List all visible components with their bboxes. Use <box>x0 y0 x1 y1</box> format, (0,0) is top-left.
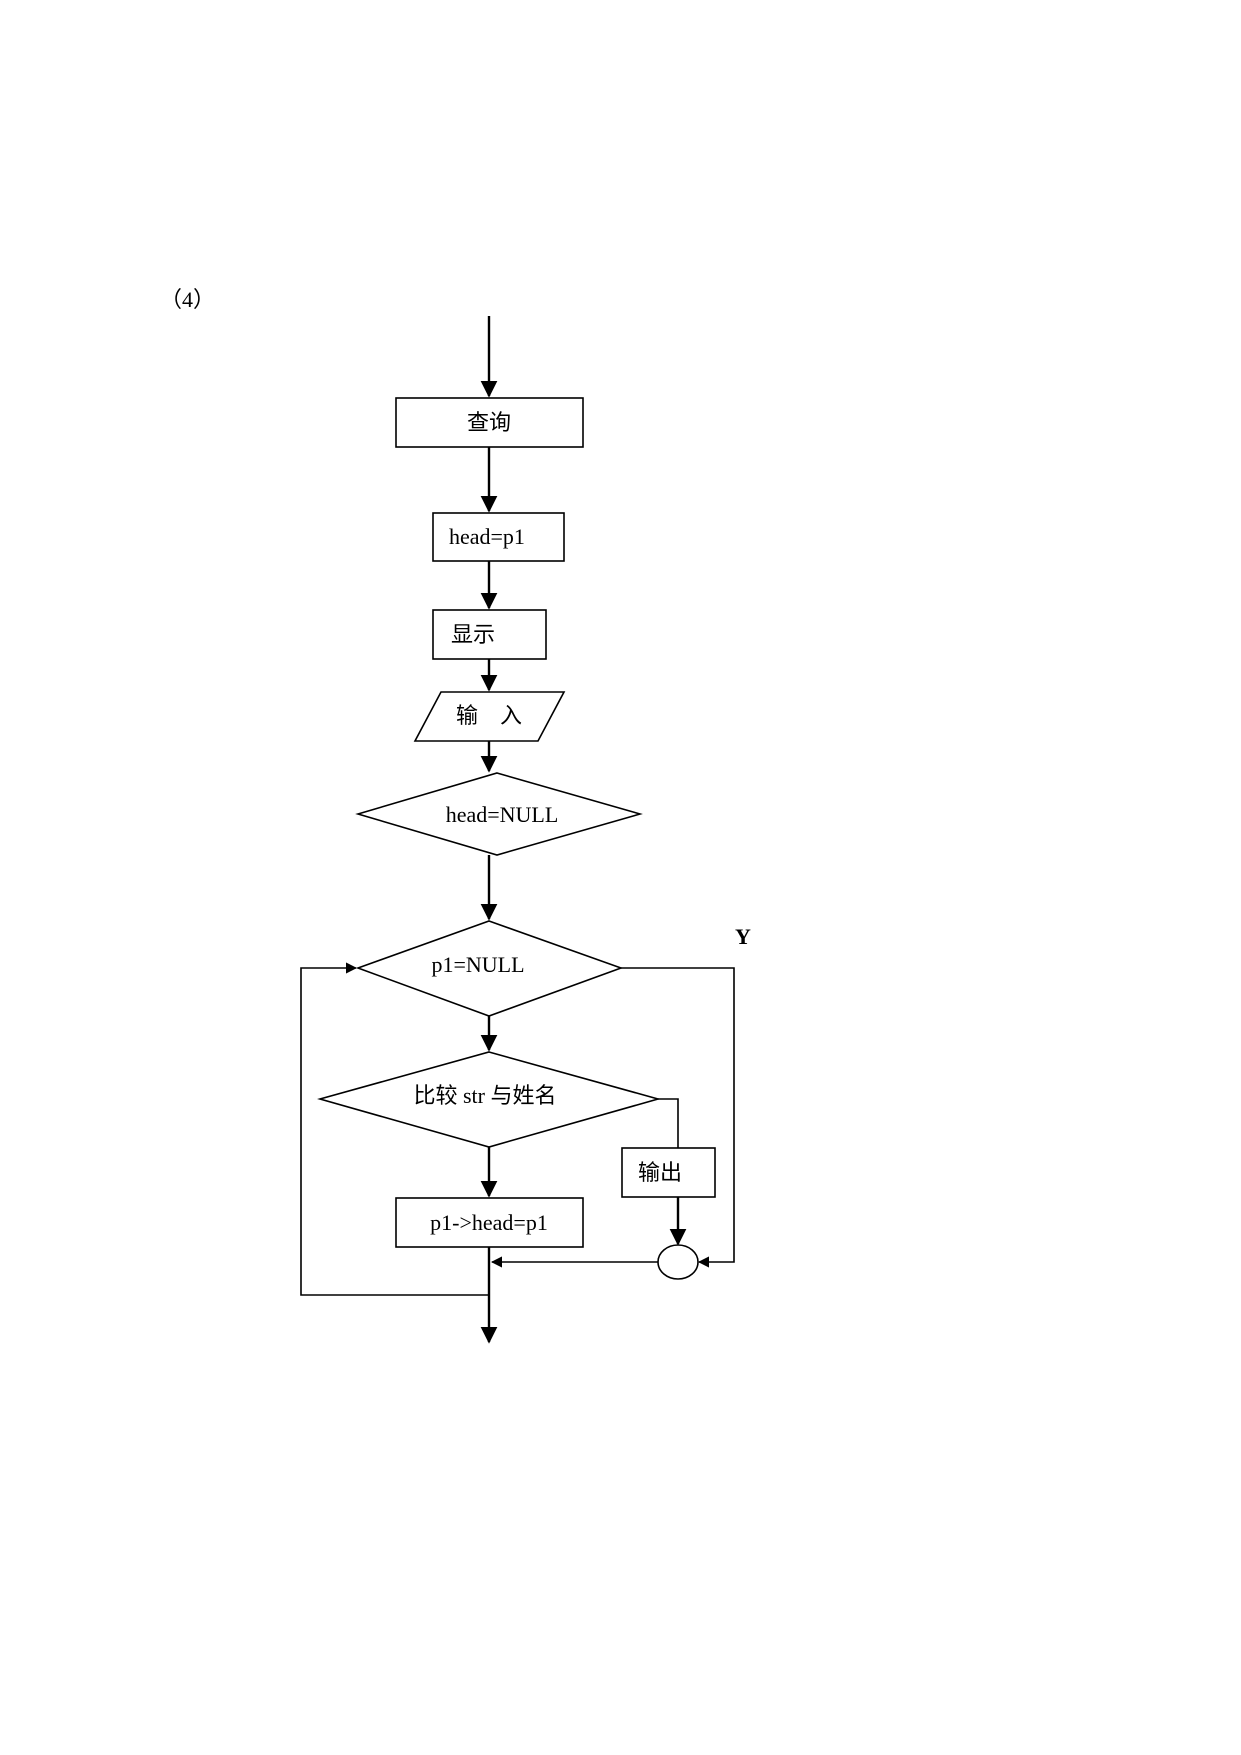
advance-box <box>395 1197 584 1248</box>
assign-head-box <box>432 512 565 562</box>
display-label: 显示 <box>451 622 495 647</box>
head-null-label: head=NULL <box>446 802 559 827</box>
query-label: 查询 <box>467 410 511 435</box>
compare-label: 比较 str 与姓名 <box>413 1083 556 1108</box>
section-label: （4） <box>160 287 215 312</box>
p1-null-label: p1=NULL <box>431 952 524 977</box>
assign-head-label: head=p1 <box>449 524 525 549</box>
advance-label: p1->head=p1 <box>430 1210 548 1235</box>
display-box <box>432 609 547 660</box>
junction-connector <box>657 1244 699 1280</box>
output-box <box>621 1147 716 1198</box>
input-label: 输 入 <box>456 703 522 728</box>
yes-label: Y <box>735 924 751 949</box>
compare-to-output-line <box>658 1098 679 1148</box>
loop-back-line <box>300 962 489 1296</box>
yes-branch-line <box>621 967 735 1268</box>
output-label: 输出 <box>638 1160 682 1185</box>
head-null-diamond <box>355 772 643 856</box>
input-parallelogram <box>413 691 566 742</box>
